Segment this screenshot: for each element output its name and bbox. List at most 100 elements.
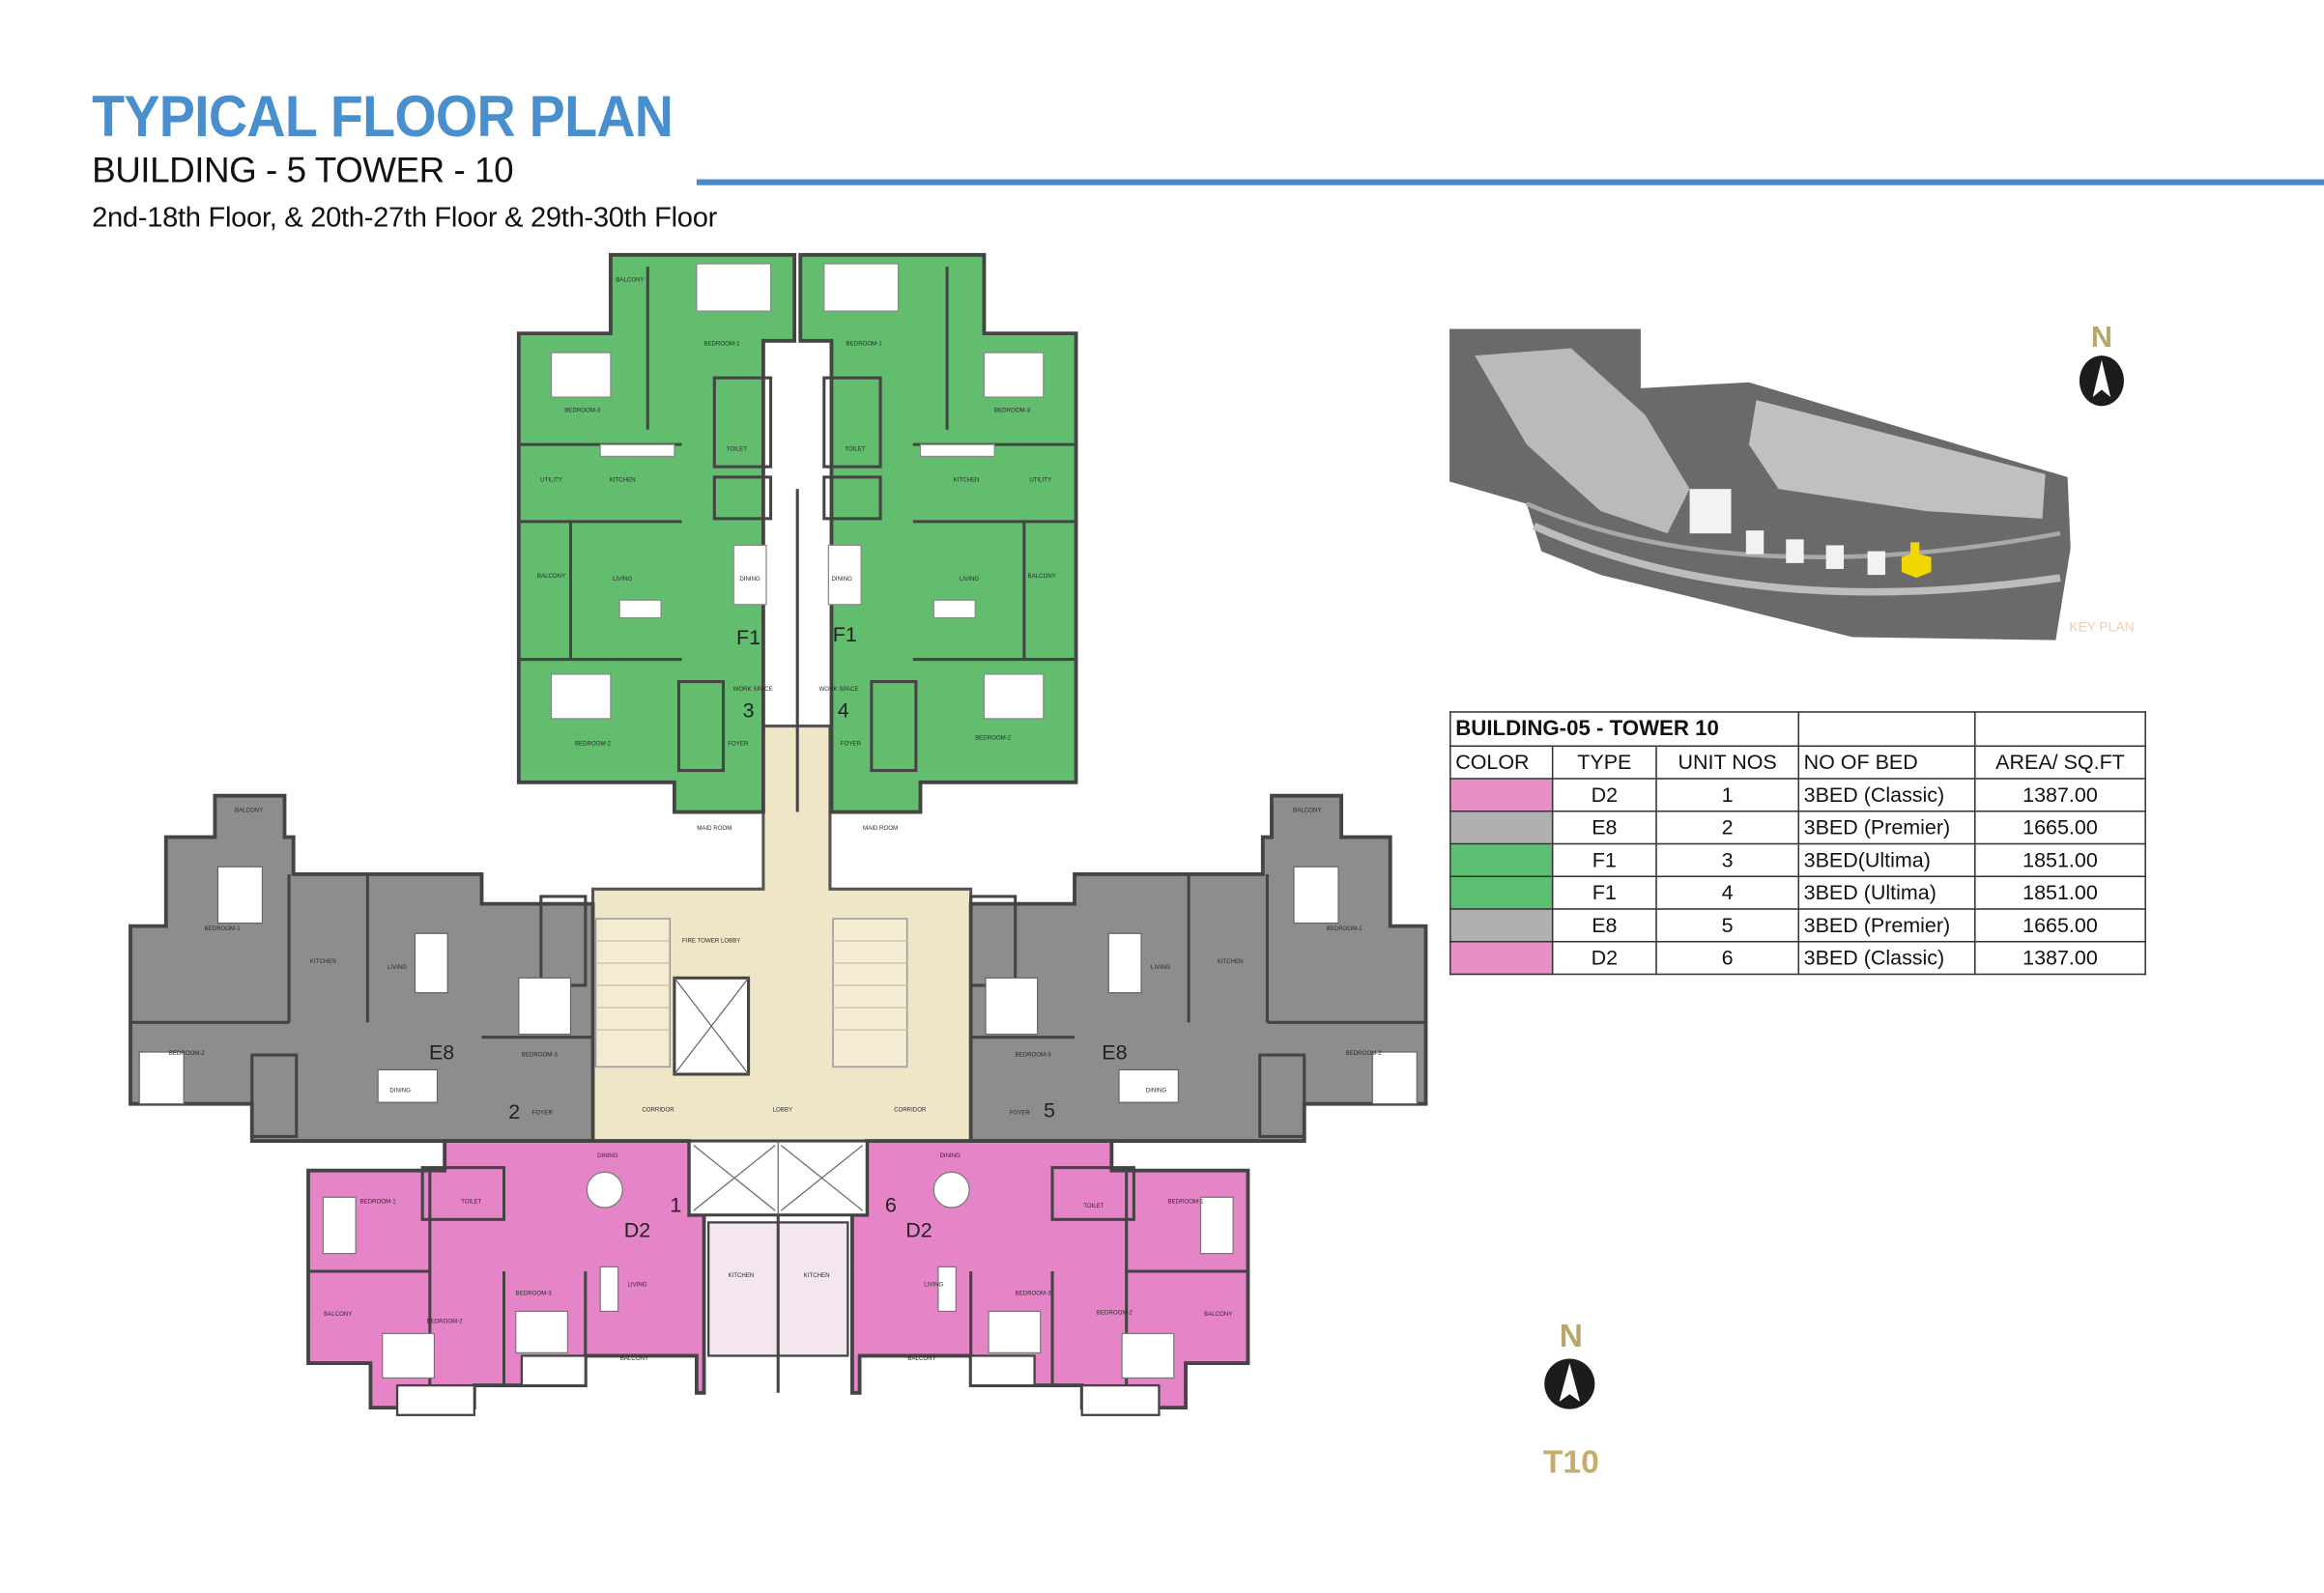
room-label: BEDROOM-2	[1346, 1050, 1383, 1057]
header-divider	[696, 179, 2324, 185]
area-cell: 1851.00	[1974, 875, 2146, 910]
key-plan-label: KEY PLAN	[2069, 619, 2134, 634]
room-label: UTILITY	[1029, 476, 1051, 483]
tower-10-highlight	[1901, 542, 1932, 579]
room-label: BALCONY	[537, 573, 565, 580]
unit-cell: 1	[1655, 778, 1800, 812]
color-swatch	[1449, 908, 1554, 943]
tower-label: T10	[1543, 1444, 1599, 1481]
room-label: BEDROOM-2	[1097, 1309, 1133, 1316]
color-swatch	[1449, 940, 1554, 976]
unit-5-e8	[968, 793, 1428, 1143]
room-label: LIVING	[924, 1281, 943, 1288]
color-swatch	[1449, 875, 1554, 910]
unit-table: BUILDING-05 - TOWER 10 COLOR TYPE UNIT N…	[1449, 711, 2146, 976]
room-label: BEDROOM-1	[703, 340, 740, 347]
unit-type-label: F1	[833, 623, 857, 646]
table-header-row: COLOR TYPE UNIT NOS NO OF BED AREA/ SQ.F…	[1449, 745, 2146, 780]
room-label: LIVING	[960, 576, 979, 583]
bed-cell: 3BED (Ultima)	[1797, 875, 1976, 910]
room-label: BEDROOM-3	[516, 1291, 553, 1297]
room-label: DINING	[831, 576, 852, 583]
column-header: AREA/ SQ.FT	[1974, 745, 2146, 780]
column-header: UNIT NOS	[1655, 745, 1800, 780]
room-label: BEDROOM-1	[205, 925, 242, 932]
column-header: COLOR	[1449, 745, 1554, 780]
table-title-row: BUILDING-05 - TOWER 10	[1449, 711, 2146, 748]
room-label: BALCONY	[620, 1355, 648, 1362]
type-cell: D2	[1551, 940, 1657, 976]
room-label: BALCONY	[907, 1355, 935, 1362]
room-label: TOILET	[845, 445, 866, 452]
column-header: NO OF BED	[1797, 745, 1976, 780]
unit-number-label: 1	[670, 1194, 681, 1217]
unit-number-label: 3	[743, 698, 755, 722]
room-label: LIVING	[1151, 964, 1170, 971]
room-label: MAID ROOM	[697, 825, 732, 832]
type-cell: E8	[1551, 810, 1657, 845]
compass-letter: N	[1560, 1318, 1583, 1354]
unit-number-label: 2	[508, 1100, 520, 1124]
room-label: BEDROOM-1	[360, 1198, 397, 1205]
unit-6-d2	[850, 1139, 1250, 1410]
room-label: KITCHEN	[804, 1272, 830, 1279]
unit-type-label: E8	[1102, 1041, 1127, 1065]
room-label: BALCONY	[1293, 808, 1321, 814]
room-label: KITCHEN	[310, 958, 336, 965]
color-swatch	[1449, 778, 1554, 812]
bed-cell: 3BED (Premier)	[1797, 908, 1976, 943]
room-label: DINING	[739, 576, 760, 583]
color-swatch	[1449, 842, 1554, 878]
room-label: TOILET	[1083, 1203, 1105, 1209]
key-plan-map	[1449, 328, 2071, 640]
unit-cell: 6	[1655, 940, 1800, 976]
room-label: MAID ROOM	[863, 825, 898, 832]
room-label: BEDROOM-3	[1016, 1052, 1052, 1059]
room-label: LIVING	[613, 576, 632, 583]
bed-cell: 3BED (Premier)	[1797, 810, 1976, 845]
page-title: TYPICAL FLOOR PLAN	[92, 85, 674, 150]
room-label: BEDROOM-3	[564, 407, 601, 413]
room-label: CORRIDOR	[894, 1106, 927, 1113]
room-label: BALCONY	[235, 808, 263, 814]
color-swatch	[1449, 810, 1554, 845]
unit-1-d2	[306, 1139, 706, 1410]
room-label: BEDROOM-2	[975, 734, 1012, 741]
room-label: BALCONY	[1204, 1311, 1232, 1318]
room-label: FOYER	[532, 1109, 554, 1116]
unit-2-e8	[129, 793, 595, 1143]
unit-number-label: 6	[885, 1194, 897, 1217]
room-label: UTILITY	[540, 476, 562, 483]
room-label: BEDROOM-3	[522, 1052, 559, 1059]
unit-number-label: 5	[1044, 1098, 1055, 1122]
unit-cell: 5	[1655, 908, 1800, 943]
type-cell: E8	[1551, 908, 1657, 943]
type-cell: F1	[1551, 842, 1657, 878]
unit-cell: 2	[1655, 810, 1800, 845]
unit-type-label: D2	[624, 1219, 650, 1242]
area-cell: 1387.00	[1974, 940, 2146, 976]
room-label: BEDROOM-2	[427, 1319, 464, 1325]
room-label: BEDROOM-3	[994, 407, 1031, 413]
room-label: WORK SPACE	[733, 686, 773, 693]
room-label: FOYER	[841, 741, 862, 748]
unit-type-label: F1	[736, 626, 760, 649]
room-label: LIVING	[387, 964, 407, 971]
room-label: LIVING	[627, 1281, 646, 1288]
room-label: BEDROOM-1	[1167, 1198, 1204, 1205]
unit-cell: 3	[1655, 842, 1800, 878]
unit-number-label: 4	[838, 698, 849, 722]
room-label: KITCHEN	[728, 1272, 754, 1279]
key-plan-north-arrow-icon	[2079, 356, 2124, 407]
room-label: DINING	[389, 1087, 411, 1094]
type-cell: D2	[1551, 778, 1657, 812]
room-label: DINING	[1146, 1087, 1167, 1094]
room-label: KITCHEN	[954, 476, 980, 483]
